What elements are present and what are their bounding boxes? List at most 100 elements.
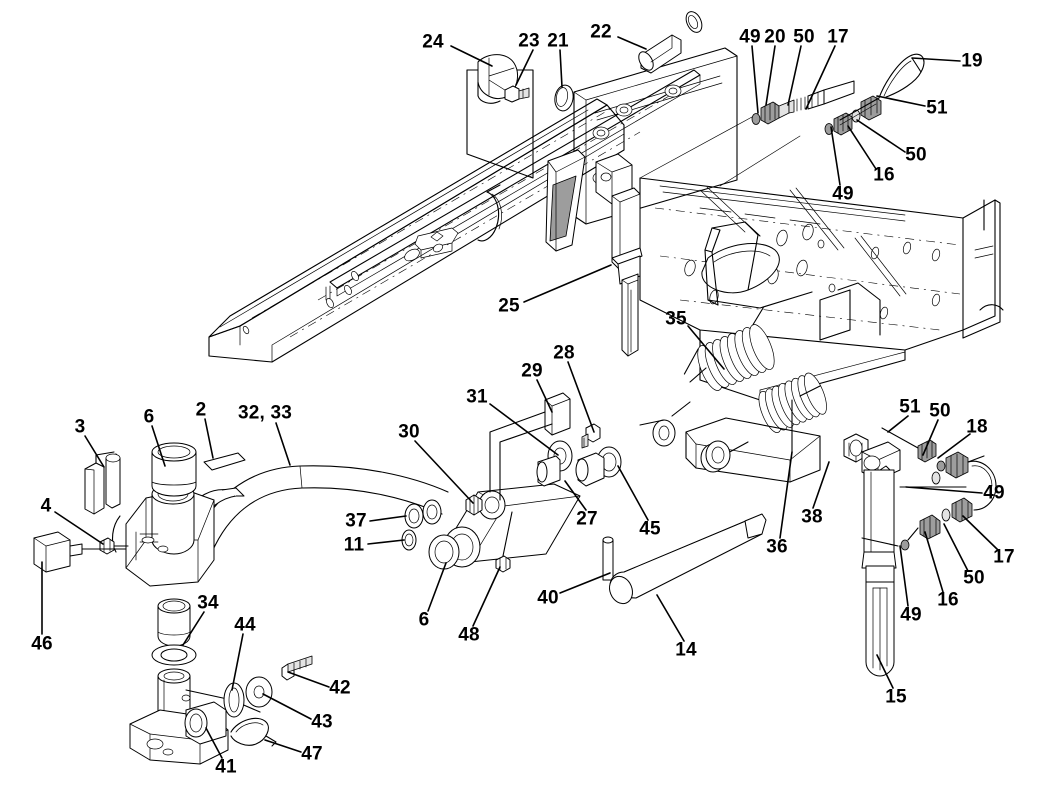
callout-label-14: 14 (675, 639, 697, 661)
leader-line-c28 (567, 361, 595, 433)
callout-label-6: 6 (143, 406, 155, 428)
leader-line-c49d (899, 545, 909, 607)
leader-line-c18 (937, 433, 971, 459)
leader-line-c17a (805, 45, 836, 110)
upper-hydraulic-fittings-graphic (639, 53, 925, 187)
leader-line-c50d (943, 523, 969, 572)
callout-label-16: 16 (873, 164, 895, 186)
callout-label-17: 17 (993, 546, 1015, 568)
leader-line-c43 (262, 693, 312, 720)
callout-label-46: 46 (31, 633, 53, 655)
main-frame-graphic (466, 47, 1004, 401)
leader-line-c34 (182, 611, 205, 646)
leader-line-c6a (151, 425, 166, 467)
callout-label-51: 51 (899, 396, 921, 418)
callout-label-29: 29 (521, 360, 543, 382)
leader-line-c42 (287, 671, 330, 688)
leader-line-c3 (84, 435, 105, 468)
callout-label-41: 41 (215, 756, 237, 778)
part-21-graphic (554, 84, 574, 112)
leader-line-c29 (536, 379, 553, 413)
leader-line-c17b (962, 515, 999, 551)
leader-line-c38 (812, 461, 830, 509)
leader-line-c50b (856, 119, 906, 153)
leader-line-c24 (450, 45, 493, 67)
callout-label-51: 51 (926, 97, 948, 119)
leader-line-c21 (559, 49, 563, 88)
leader-line-c37 (369, 515, 407, 522)
callout-label-42: 42 (329, 677, 351, 699)
callout-label-49: 49 (832, 183, 854, 205)
leader-line-c49c (905, 486, 983, 494)
leader-line-c31 (489, 403, 559, 456)
part-23-graphic (504, 85, 530, 103)
callout-label-50: 50 (793, 26, 815, 48)
callout-label-32-33: 32, 33 (237, 402, 293, 424)
leader-line-c40 (559, 572, 611, 594)
callout-label-48: 48 (458, 624, 480, 646)
callout-label-18: 18 (966, 416, 988, 438)
leader-line-c36 (779, 451, 793, 539)
leader-line-c14 (656, 594, 685, 642)
callout-label-3: 3 (74, 416, 86, 438)
leader-line-c30 (414, 440, 474, 504)
leader-line-c47 (264, 739, 302, 753)
leader-line-c50a (787, 45, 802, 106)
axle-pivot-graphic (639, 417, 869, 483)
leader-line-c2 (204, 418, 214, 459)
callout-label-15: 15 (885, 686, 907, 708)
callout-label-44: 44 (234, 614, 256, 636)
leader-line-c51a (876, 95, 926, 107)
part-25-cylinder-graphic (545, 149, 643, 357)
leader-line-c25 (523, 264, 612, 303)
callout-label-20: 20 (764, 26, 786, 48)
tie-rod-tube-graphic (401, 392, 767, 605)
callout-label-35: 35 (665, 308, 687, 330)
callout-label-16: 16 (937, 589, 959, 611)
part-36-spring-graphic (725, 372, 827, 455)
hardware-group-graphic (223, 655, 313, 747)
leader-line-c6b (427, 562, 447, 612)
callout-label-49: 49 (983, 482, 1005, 504)
callout-label-24: 24 (422, 31, 444, 53)
leader-line-c16a (847, 125, 877, 170)
leader-line-c35a (687, 325, 725, 370)
callout-label-21: 21 (547, 30, 569, 52)
callout-label-2: 2 (195, 399, 207, 421)
leader-line-c45 (617, 465, 649, 521)
leader-line-c50c (922, 419, 939, 456)
leader-line-c3233 (275, 422, 291, 466)
leader-line-c4 (54, 511, 104, 545)
leader-line-c20 (765, 45, 776, 106)
callout-label-50: 50 (929, 400, 951, 422)
callout-label-28: 28 (553, 342, 575, 364)
callout-label-34: 34 (197, 592, 219, 614)
leader-line-c15 (876, 654, 894, 689)
leader-line-c41 (205, 727, 223, 759)
leader-line-c27 (564, 480, 587, 511)
leader-line-c48 (472, 566, 501, 627)
part-24-graphic (477, 54, 518, 104)
callout-label-50: 50 (963, 567, 985, 589)
leader-line-c49b (830, 126, 841, 186)
callout-label-36: 36 (766, 536, 788, 558)
callout-label-40: 40 (537, 587, 559, 609)
callout-label-50: 50 (905, 144, 927, 166)
callout-label-19: 19 (961, 50, 983, 72)
callout-label-49: 49 (739, 26, 761, 48)
callout-label-25: 25 (498, 295, 520, 317)
leader-line-c51b (887, 415, 909, 433)
callout-label-31: 31 (466, 386, 488, 408)
left-frame-rail-graphic (208, 69, 701, 363)
leader-line-c44 (231, 633, 244, 691)
leader-line-c19 (911, 57, 961, 62)
callout-label-17: 17 (827, 26, 849, 48)
callout-label-23: 23 (518, 30, 540, 52)
leader-line-c49a (751, 45, 759, 114)
callout-label-43: 43 (311, 711, 333, 733)
leader-line-c22 (617, 36, 647, 50)
callout-label-27: 27 (576, 508, 598, 530)
part-35-spring-graphic (671, 307, 775, 417)
callout-label-30: 30 (398, 421, 420, 443)
